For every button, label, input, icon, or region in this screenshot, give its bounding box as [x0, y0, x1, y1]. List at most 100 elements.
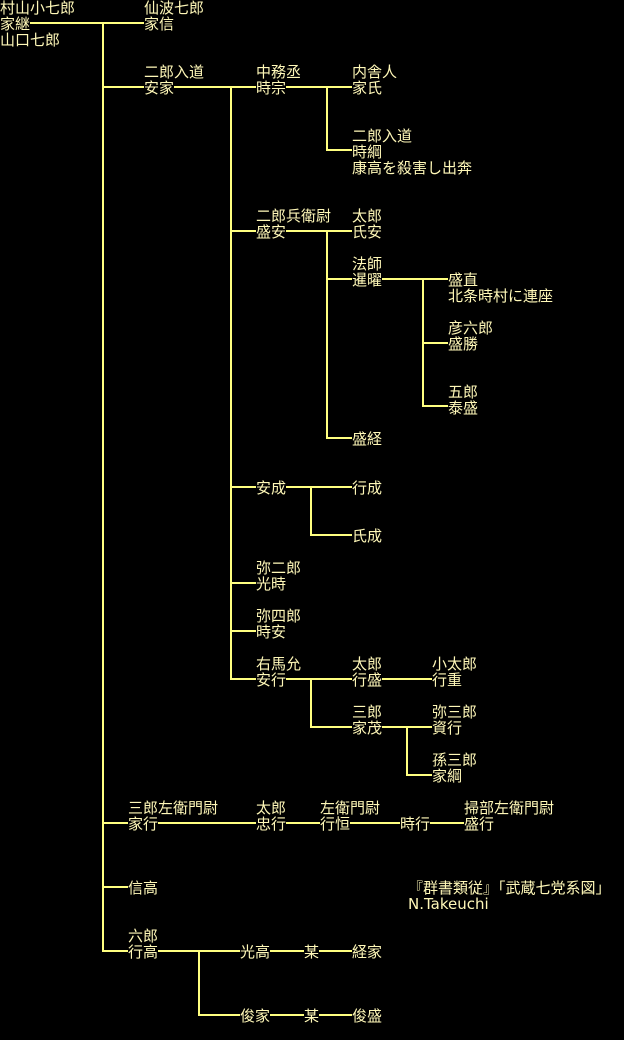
person-title: 右馬允	[256, 655, 302, 673]
person-name: 安行	[256, 671, 287, 689]
person-iena: 仙波七郎 家信	[144, 0, 205, 33]
person-title: 二郎兵衛尉	[256, 207, 332, 225]
person-title: 内舎人	[352, 63, 398, 81]
person-ujiyasu: 太郎 氏安	[352, 207, 383, 241]
person-title: 中務丞	[256, 63, 302, 81]
person-title: 弥二郎	[256, 559, 302, 577]
person-name: 盛安	[256, 223, 287, 241]
person-name: 忠行	[256, 815, 287, 833]
person-title: 左衛門尉	[320, 799, 381, 817]
person-name: 安成	[256, 479, 287, 497]
person-name: 家茂	[352, 719, 383, 737]
person-tokiyasu: 弥四郎 時安	[256, 607, 302, 640]
person-title: 孫三郎	[432, 751, 478, 769]
person-title: 仙波七郎	[144, 0, 205, 17]
person-title: 法師	[352, 255, 383, 273]
person-name: 時行	[400, 815, 431, 833]
person-note: 北条時村に連座	[448, 287, 554, 305]
person-title: 太郎	[256, 799, 287, 817]
person-title: 六郎	[128, 927, 159, 945]
source-author: N.Takeuchi	[408, 895, 489, 913]
person-name: 家信	[144, 15, 175, 33]
person-note: 山口七郎	[0, 31, 61, 49]
person-name: 時宗	[256, 79, 287, 97]
person-title: 太郎	[352, 207, 383, 225]
person-name: 盛直	[448, 271, 479, 289]
person-name: 資行	[432, 719, 463, 737]
person-name: 光高	[240, 943, 271, 961]
person-name: 安家	[144, 79, 175, 97]
person-senyo: 法師 暹曜	[352, 255, 383, 289]
person-title: 村山小七郎	[0, 0, 76, 17]
person-mitsutoki: 弥二郎 光時	[256, 559, 302, 593]
person-tokitsuna: 二郎入道 時綱 康高を殺害し出奔	[352, 127, 473, 177]
person-yukinari: 行成	[352, 479, 383, 497]
person-name: 某	[304, 943, 320, 961]
person-yukimori: 太郎 行盛	[352, 655, 383, 689]
person-name: 盛勝	[448, 335, 479, 353]
person-yukishige: 小太郎 行重	[432, 655, 478, 689]
person-morinao: 盛直 北条時村に連座	[448, 271, 554, 305]
person-note: 康高を殺害し出奔	[352, 159, 473, 177]
person-name: 氏成	[352, 527, 383, 545]
person-name: 光時	[256, 575, 287, 593]
person-name: 行恒	[320, 815, 351, 833]
person-title: 掃部左衛門尉	[464, 799, 555, 817]
person-tsuneie: 経家	[352, 943, 383, 961]
person-title: 弥四郎	[256, 607, 302, 625]
person-morikatsu: 彦六郎 盛勝	[448, 320, 494, 353]
person-title: 二郎入道	[144, 63, 205, 81]
person-title: 弥三郎	[432, 703, 478, 721]
person-ieuji: 内舎人 家氏	[352, 63, 398, 97]
person-name: 盛行	[464, 815, 495, 833]
person-name: 俊盛	[352, 1007, 383, 1025]
person-name: 行高	[128, 943, 159, 961]
person-yasumori: 五郎 泰盛	[448, 383, 479, 417]
person-tokiyuki: 時行	[400, 815, 431, 833]
person-name: 泰盛	[448, 399, 479, 417]
person-name: 氏安	[352, 223, 383, 241]
source-credit: 『群書類従』「武蔵七党系図」 N.Takeuchi	[408, 880, 611, 912]
person-name: 家氏	[352, 79, 383, 97]
person-iemochi: 三郎 家茂	[352, 703, 383, 737]
person-yukitsune: 左衛門尉 行恒	[320, 799, 381, 833]
person-title: 五郎	[448, 383, 479, 401]
person-name: 家継	[0, 15, 31, 33]
person-root: 村山小七郎 家継 山口七郎	[0, 0, 76, 49]
person-title: 小太郎	[432, 655, 478, 673]
person-yasuyuki: 右馬允 安行	[256, 655, 302, 689]
person-name: 信高	[128, 879, 159, 897]
person-ieyuki: 三郎左衛門尉 家行	[128, 800, 219, 833]
person-moritsune: 盛経	[352, 430, 383, 448]
person-name: 時綱	[352, 143, 383, 161]
person-name: 行成	[352, 479, 383, 497]
person-ujinari: 氏成	[352, 527, 383, 545]
person-moriyasu: 二郎兵衛尉 盛安	[256, 207, 332, 241]
person-moriyuki: 掃部左衛門尉 盛行	[464, 799, 555, 833]
person-ietsuna: 孫三郎 家綱	[432, 751, 478, 785]
person-name: 行重	[432, 671, 463, 689]
person-sukeyuki: 弥三郎 資行	[432, 703, 478, 737]
person-title: 二郎入道	[352, 127, 413, 145]
person-title: 太郎	[352, 655, 383, 673]
person-name: 家行	[128, 815, 159, 833]
person-name: 行盛	[352, 671, 383, 689]
person-tadayuki: 太郎 忠行	[256, 799, 287, 833]
person-name: 俊家	[240, 1007, 271, 1025]
person-bou-1: 某	[304, 943, 320, 961]
person-mitsutaka: 光高	[240, 943, 271, 961]
person-name: 暹曜	[352, 271, 383, 289]
person-yasunari: 安成	[256, 479, 287, 497]
person-name: 某	[304, 1007, 320, 1025]
person-name: 盛経	[352, 430, 383, 448]
person-toshimori: 俊盛	[352, 1007, 383, 1025]
person-name: 家綱	[432, 767, 463, 785]
person-title: 三郎	[352, 703, 383, 721]
person-yukitaka: 六郎 行高	[128, 927, 159, 961]
person-name: 経家	[352, 943, 383, 961]
person-nobutaka: 信高	[128, 879, 159, 897]
person-yasuie: 二郎入道 安家	[144, 63, 205, 97]
person-tokimune: 中務丞 時宗	[256, 63, 302, 97]
person-bou-2: 某	[304, 1007, 320, 1025]
